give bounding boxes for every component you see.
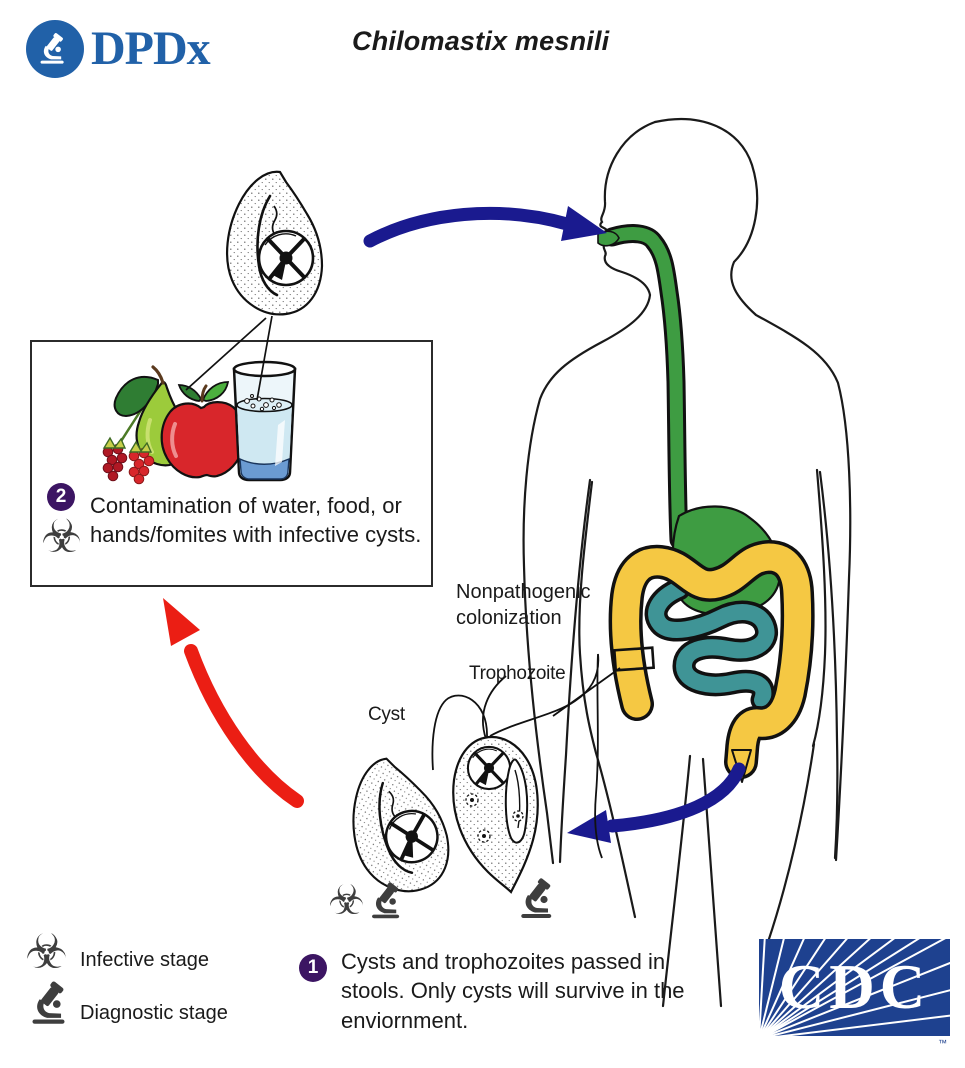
- contamination-box: [30, 340, 433, 587]
- biohazard-icon: ☣: [328, 876, 365, 924]
- step1-text: Cysts and trophozoites passed in stools.…: [341, 949, 685, 1033]
- page-title: Chilomastix mesnili: [352, 26, 610, 56]
- legend-infective-label: Infective stage: [80, 949, 209, 971]
- small-intestine: [644, 577, 778, 712]
- cytostome: [504, 758, 529, 844]
- dpdx-logo-circle: [26, 20, 84, 78]
- cdc-trademark: ™: [938, 1038, 947, 1048]
- dpdx-logo: DPDx: [26, 20, 211, 78]
- step2-number-badge: 2: [47, 483, 75, 511]
- microscope-icon: [521, 877, 552, 918]
- microscope-icon: [372, 881, 400, 919]
- stomach: [671, 505, 781, 616]
- microscope-icon: [40, 32, 64, 64]
- trophozoite-illustration: [431, 653, 603, 894]
- colonization-site-marker: [612, 646, 656, 672]
- environment-arrow: [163, 598, 304, 808]
- cdc-rays: [759, 939, 950, 1036]
- esophagus: [597, 224, 689, 550]
- step2-text: Contamination of water, food, or hands/f…: [90, 493, 422, 548]
- cdc-logo: CDC: [759, 939, 950, 1036]
- trophozoite-label: Trophozoite: [469, 663, 566, 684]
- cyst-label: Cyst: [368, 704, 405, 725]
- rectum-tip: [731, 749, 752, 783]
- biohazard-icon: ☣: [25, 924, 69, 980]
- step1-number-badge: 1: [299, 954, 327, 982]
- legend-diagnostic-label: Diagnostic stage: [80, 1002, 228, 1024]
- ingestion-arrow: [363, 206, 607, 248]
- microscope-icon: [32, 980, 65, 1024]
- human-body-outline: [522, 118, 852, 1008]
- cyst-top-illustration: [227, 172, 322, 315]
- large-intestine: [608, 540, 815, 783]
- excretion-arrow: [567, 762, 746, 843]
- biohazard-icon: ☣: [41, 509, 83, 563]
- cdc-logo-text: CDC: [778, 952, 931, 1022]
- dpdx-logo-text: DPDx: [91, 22, 211, 75]
- nonpathogenic-colonization-label: Nonpathogenic colonization: [456, 581, 591, 630]
